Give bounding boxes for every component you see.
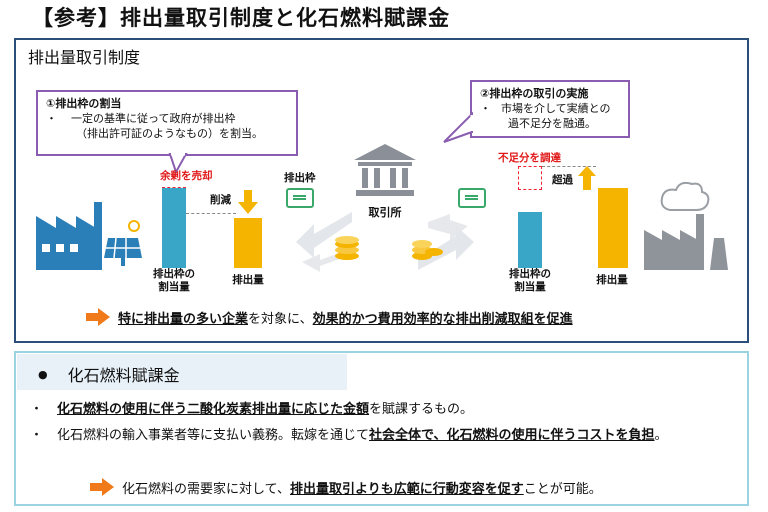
- trading-callout-heading: ②排出枠の取引の実施: [480, 87, 589, 100]
- trading-callout-line1: 市場を介して実績との: [501, 102, 611, 115]
- allocation-callout-line1: 一定の基準に従って政府が排出枠: [71, 112, 236, 125]
- levy-conclusion: 化石燃料の需要家に対して、排出量取引よりも広範に行動変容を促すことが可能。: [122, 482, 602, 497]
- callout-pointer: [168, 152, 188, 174]
- emissions-trading-heading: 排出量取引制度: [28, 48, 141, 67]
- emissions-label: 排出量: [596, 274, 628, 286]
- allocation-callout-line2: （排出許可証のようなもの）を割当。: [76, 127, 263, 140]
- right-arrow-icon: [86, 313, 98, 321]
- up-arrow-icon: [578, 166, 596, 190]
- permit-icon: [286, 188, 314, 208]
- allocation-callout-heading: ①排出枠の割当: [46, 97, 122, 110]
- permit-label: 排出枠: [284, 172, 316, 184]
- excess-label: 超過: [552, 174, 573, 186]
- emissions-bar: [234, 218, 262, 268]
- bullet: ・: [46, 112, 57, 125]
- page-title: 【参考】排出量取引制度と化石燃料賦課金: [32, 6, 450, 30]
- reduction-guide: [186, 213, 236, 214]
- exchange-label: 取引所: [368, 206, 402, 219]
- permit-icon: [458, 188, 486, 208]
- emissions-bar: [598, 188, 628, 268]
- solar-panel-icon: [104, 220, 142, 266]
- allocation-label: 排出枠の割当量: [153, 268, 195, 293]
- levy-item-2: ・化石燃料の輸入事業者等に支払い義務。転嫁を通じて社会全体で、化石燃料の使用に伴…: [30, 428, 668, 443]
- trading-callout: ②排出枠の取引の実施 ・市場を介して実績との 過不足分を融通。: [470, 80, 630, 138]
- shortage-region: [518, 166, 542, 190]
- factory-smoke-icon: [644, 181, 728, 270]
- coins-icon: [412, 240, 443, 260]
- shortage-label: 不足分を調達: [498, 152, 561, 164]
- trade-arrows-icon: [296, 212, 474, 272]
- allocation-label: 排出枠の割当量: [509, 268, 551, 293]
- emissions-label: 排出量: [232, 274, 264, 286]
- callout-pointer: [443, 111, 474, 143]
- coins-icon: [335, 236, 359, 260]
- right-arrow-icon: [102, 478, 114, 496]
- levy-item-1: ・化石燃料の使用に伴う二酸化炭素排出量に応じた金額を賦課するもの。: [30, 402, 474, 417]
- allocation-callout: ①排出枠の割当 ・ 一定の基準に従って政府が排出枠 （排出許可証のようなもの）を割…: [36, 90, 298, 156]
- surplus-label: 余剰を売却: [160, 170, 213, 182]
- emissions-trading-summary: 特に排出量の多い企業を対象に、効果的かつ費用効率的な排出削減取組を促進: [118, 312, 573, 327]
- fossil-fuel-levy-heading: ●化石燃料賦課金: [38, 366, 180, 385]
- bullet: ・: [480, 102, 491, 115]
- fossil-fuel-levy-heading-bg: [17, 354, 347, 390]
- allocation-bar: [162, 188, 186, 268]
- excess-guide: [542, 166, 596, 167]
- exchange-building-icon: [354, 144, 416, 196]
- reduction-label: 削減: [210, 194, 231, 206]
- factory-icon: [36, 202, 102, 270]
- allocation-bar: [518, 212, 542, 268]
- down-arrow-icon: [238, 190, 258, 214]
- right-arrow-icon: [98, 308, 110, 326]
- trading-callout-line2: 過不足分を融通。: [508, 117, 596, 130]
- right-arrow-icon: [90, 483, 102, 491]
